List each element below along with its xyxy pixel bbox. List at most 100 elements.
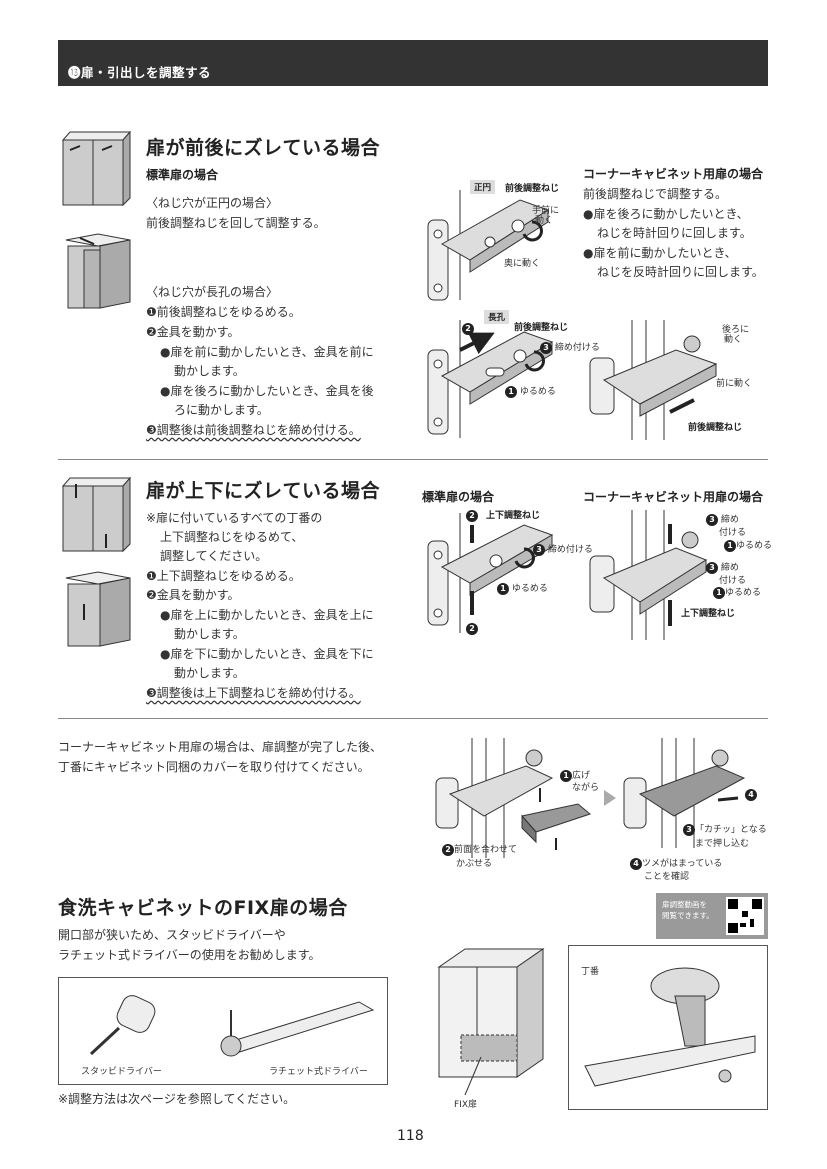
cover-attach-figure-1 xyxy=(435,738,592,858)
section2-note-2: 上下調整ねじをゆるめて、 xyxy=(160,530,304,544)
hinge-slot-hole-figure xyxy=(427,320,554,438)
corner-title: コーナーキャビネット用扉の場合 xyxy=(583,167,764,181)
hinge-round-hole-figure xyxy=(427,190,550,301)
label-tighten-2: 3 締め付ける xyxy=(533,542,593,556)
label-tighten-1: 3 締め付ける xyxy=(540,340,600,354)
label-slot-hole: 長孔 xyxy=(484,310,510,324)
label-click-1-text: 「カチッ」となる xyxy=(695,825,767,835)
cover-attach-figure-2 xyxy=(623,738,746,848)
label-move-1: 動く xyxy=(535,216,554,226)
section4-text-1: 開口部が狭いため、スタッビドライバーや xyxy=(58,928,286,942)
hinge-closeup-box: 丁番 xyxy=(568,945,768,1110)
label-tighten-3a: 3 締め xyxy=(706,512,739,526)
label-round-hole: 正円 xyxy=(470,180,496,194)
corner-line-5: ねじを反時計回りに回します。 xyxy=(597,265,764,279)
fix-door-cabinet-illustration xyxy=(437,948,545,1096)
page-number: 118 xyxy=(397,1128,424,1144)
label-loosen-3-text: ゆるめる xyxy=(736,541,773,551)
label-loosen-1-text: ゆるめる xyxy=(519,387,556,397)
label-claw-1-text: ツメがはまっている xyxy=(642,859,723,869)
qr-text-1: 扉調整動画を xyxy=(662,900,707,909)
section-header-title: ⓭扉・引出しを調整する xyxy=(68,65,212,80)
label-back-2: 後ろに xyxy=(722,325,750,335)
label-loosen-4-text: ゆるめる xyxy=(725,588,762,598)
step2-marker-up: 2 xyxy=(466,505,478,524)
label-move-2: 動く xyxy=(724,335,743,345)
case1-text: 前後調整ねじを回して調整する。 xyxy=(146,216,326,230)
corner-line-4: ●扉を前に動かしたいとき、 xyxy=(583,246,737,260)
label-loosen-2-text: ゆるめる xyxy=(511,584,548,594)
label-loosen-2: 1 ゆるめる xyxy=(497,581,548,595)
label-tighten-1-text: 締め付ける xyxy=(554,343,600,353)
section2-bullet-2-cont: 動かします。 xyxy=(174,666,245,680)
label-tighten-4a-text: 締め xyxy=(720,563,739,573)
hinge-label: 丁番 xyxy=(581,967,600,977)
cover-text-2: 丁番にキャビネット同梱のカバーを取り付けてください。 xyxy=(58,760,370,774)
label-fb-screw-3: 前後調整ねじ xyxy=(688,423,743,433)
section4-note: ※調整方法は次ページを参照してください。 xyxy=(58,1092,296,1106)
label-spread-text: 広げ xyxy=(572,771,591,781)
qr-text-2: 閲覧できます。 xyxy=(662,911,714,920)
label-ud-screw-1: 上下調整ねじ xyxy=(486,511,541,521)
qr-code-icon xyxy=(726,897,764,935)
label-loosen-1: 1 ゆるめる xyxy=(505,384,556,398)
section2-step-1: ❶上下調整ねじをゆるめる。 xyxy=(146,569,301,583)
corner-hinge-updown-figure xyxy=(589,510,708,640)
fig2-corner-title: コーナーキャビネット用扉の場合 xyxy=(583,490,764,504)
label-align-2: かぶせる xyxy=(456,859,493,869)
cover-text-1: コーナーキャビネット用扉の場合は、扉調整が完了した後、 xyxy=(58,740,383,754)
section2-step-2: ❷金具を動かす。 xyxy=(146,588,240,602)
section2-note-3: 調整してください。 xyxy=(160,549,268,563)
label-tighten-3b: 付ける xyxy=(719,528,747,538)
section1-title: 扉が前後にズレている場合 xyxy=(146,137,381,159)
label-tighten-2-text: 締め付ける xyxy=(547,545,593,555)
case2-bullet-2: ●扉を後ろに動かしたいとき、金具を後 xyxy=(160,384,374,398)
case2-bullet-1: ●扉を前に動かしたいとき、金具を前に xyxy=(160,345,374,359)
label-backward: 奥に動く xyxy=(504,259,541,269)
case2-step-2: ❷金具を動かす。 xyxy=(146,325,240,339)
tool1-label: スタッビドライバー xyxy=(81,1067,162,1077)
label-fb-screw-2: 前後調整ねじ xyxy=(514,323,569,333)
corner-line-3: ねじを時計回りに回します。 xyxy=(597,226,752,240)
ratchet-screwdriver-icon xyxy=(220,1001,375,1057)
label-tighten-4b: 付ける xyxy=(719,576,747,586)
front-cabinet-updown-illustration xyxy=(61,476,132,553)
tool2-label: ラチェット式ドライバー xyxy=(269,1067,368,1077)
case2-heading: 〈ねじ穴が長孔の場合〉 xyxy=(146,285,279,299)
divider-1 xyxy=(58,459,768,460)
step2-marker-1: 2 xyxy=(462,318,474,337)
label-forward-1: 手前に xyxy=(532,206,560,216)
corner-hinge-fb-figure xyxy=(589,320,718,440)
corner-cabinet-updown-illustration xyxy=(65,571,131,647)
label-tighten-4a: 3 締め xyxy=(706,560,739,574)
section1-subtitle: 標準扉の場合 xyxy=(146,168,219,182)
section4-text-2: ラチェット式ドライバーの使用をお勧めします。 xyxy=(58,948,321,962)
corner-cabinet-illustration xyxy=(65,233,131,309)
tools-box: スタッビドライバー ラチェット式ドライバー xyxy=(58,977,388,1085)
case2-step-1: ❶前後調整ねじをゆるめる。 xyxy=(146,305,301,319)
section-header-bar xyxy=(58,40,768,86)
video-qr-box[interactable]: 扉調整動画を 閲覧できます。 xyxy=(656,893,768,939)
label-forward-2: 前に動く xyxy=(716,379,753,389)
case2-bullet-1-cont: 動かします。 xyxy=(174,364,245,378)
label-align-1-text: 前面を合わせて xyxy=(454,845,518,855)
label-while: ながら xyxy=(572,783,600,793)
section4-title: 食洗キャビネットのFIX扉の場合 xyxy=(58,897,348,919)
label-claw-2: ことを確認 xyxy=(644,872,690,882)
case1-heading: 〈ねじ穴が正円の場合〉 xyxy=(146,196,279,210)
label-fb-screw-1: 前後調整ねじ xyxy=(505,184,560,194)
section2-title: 扉が上下にズレている場合 xyxy=(146,480,381,502)
corner-line-1: 前後調整ねじで調整する。 xyxy=(583,187,728,201)
label-click-2: まで押し込む xyxy=(695,839,750,849)
hinge-closeup-icon xyxy=(584,967,756,1087)
section2-bullet-1: ●扉を上に動かしたいとき、金具を上に xyxy=(160,608,374,622)
fig2-std-title: 標準扉の場合 xyxy=(422,490,495,504)
section2-note-1: ※扉に付いているすべての丁番の xyxy=(146,511,323,525)
hinge-updown-figure xyxy=(427,513,554,633)
label-ud-screw-2: 上下調整ねじ xyxy=(681,609,736,619)
fix-door-label: FIX扉 xyxy=(454,1100,477,1110)
